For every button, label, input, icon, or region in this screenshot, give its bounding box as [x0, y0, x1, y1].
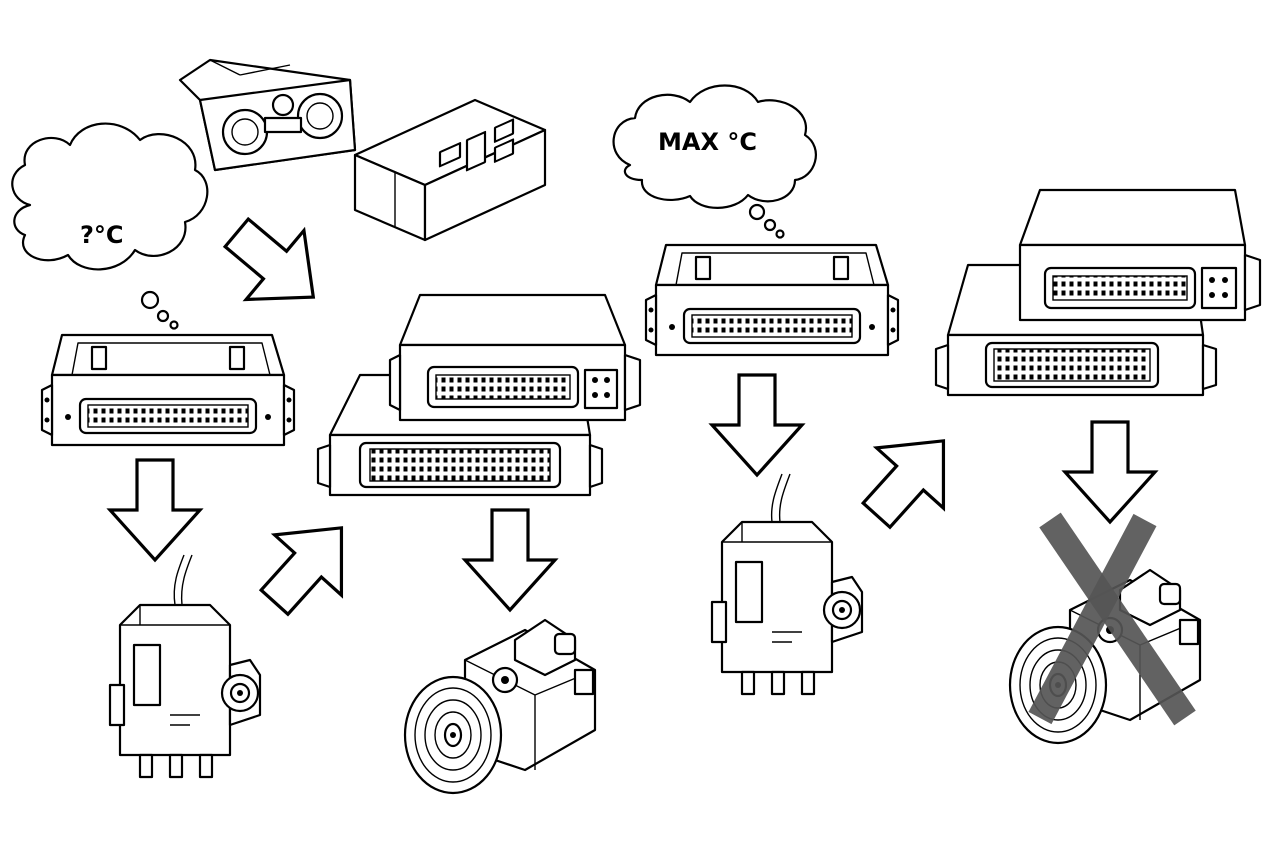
- compressor-center: [403, 618, 597, 795]
- cloud-label-unknown: ?°C: [80, 221, 124, 249]
- arrow-switch-to-ecu-right: [841, 409, 979, 547]
- cloud-label-max: MAX °C: [658, 128, 757, 156]
- arrow-down-center: [463, 508, 557, 612]
- arrow-down-left: [108, 458, 202, 562]
- ecu-stack-right: [934, 188, 1262, 397]
- ecu-left: [40, 333, 296, 447]
- ecu-stack-center: [316, 293, 642, 497]
- cross-out-mark: [1028, 512, 1196, 726]
- climate-control-panel-knobs: [178, 58, 357, 172]
- arrow-panel-to-ecu: [206, 196, 344, 334]
- pressure-switch-left: [108, 554, 262, 779]
- pressure-switch-right: [710, 473, 864, 696]
- arrow-down-right: [1063, 420, 1157, 524]
- thought-cloud-unknown-temperature: ?°C: [11, 122, 209, 330]
- climate-control-panel-buttons: [353, 98, 547, 242]
- arrow-down-center-right: [710, 373, 804, 477]
- thought-cloud-max-temperature: MAX °C: [612, 84, 817, 239]
- ecu-center-right: [644, 243, 900, 357]
- arrow-switch-to-ecu: [239, 496, 377, 634]
